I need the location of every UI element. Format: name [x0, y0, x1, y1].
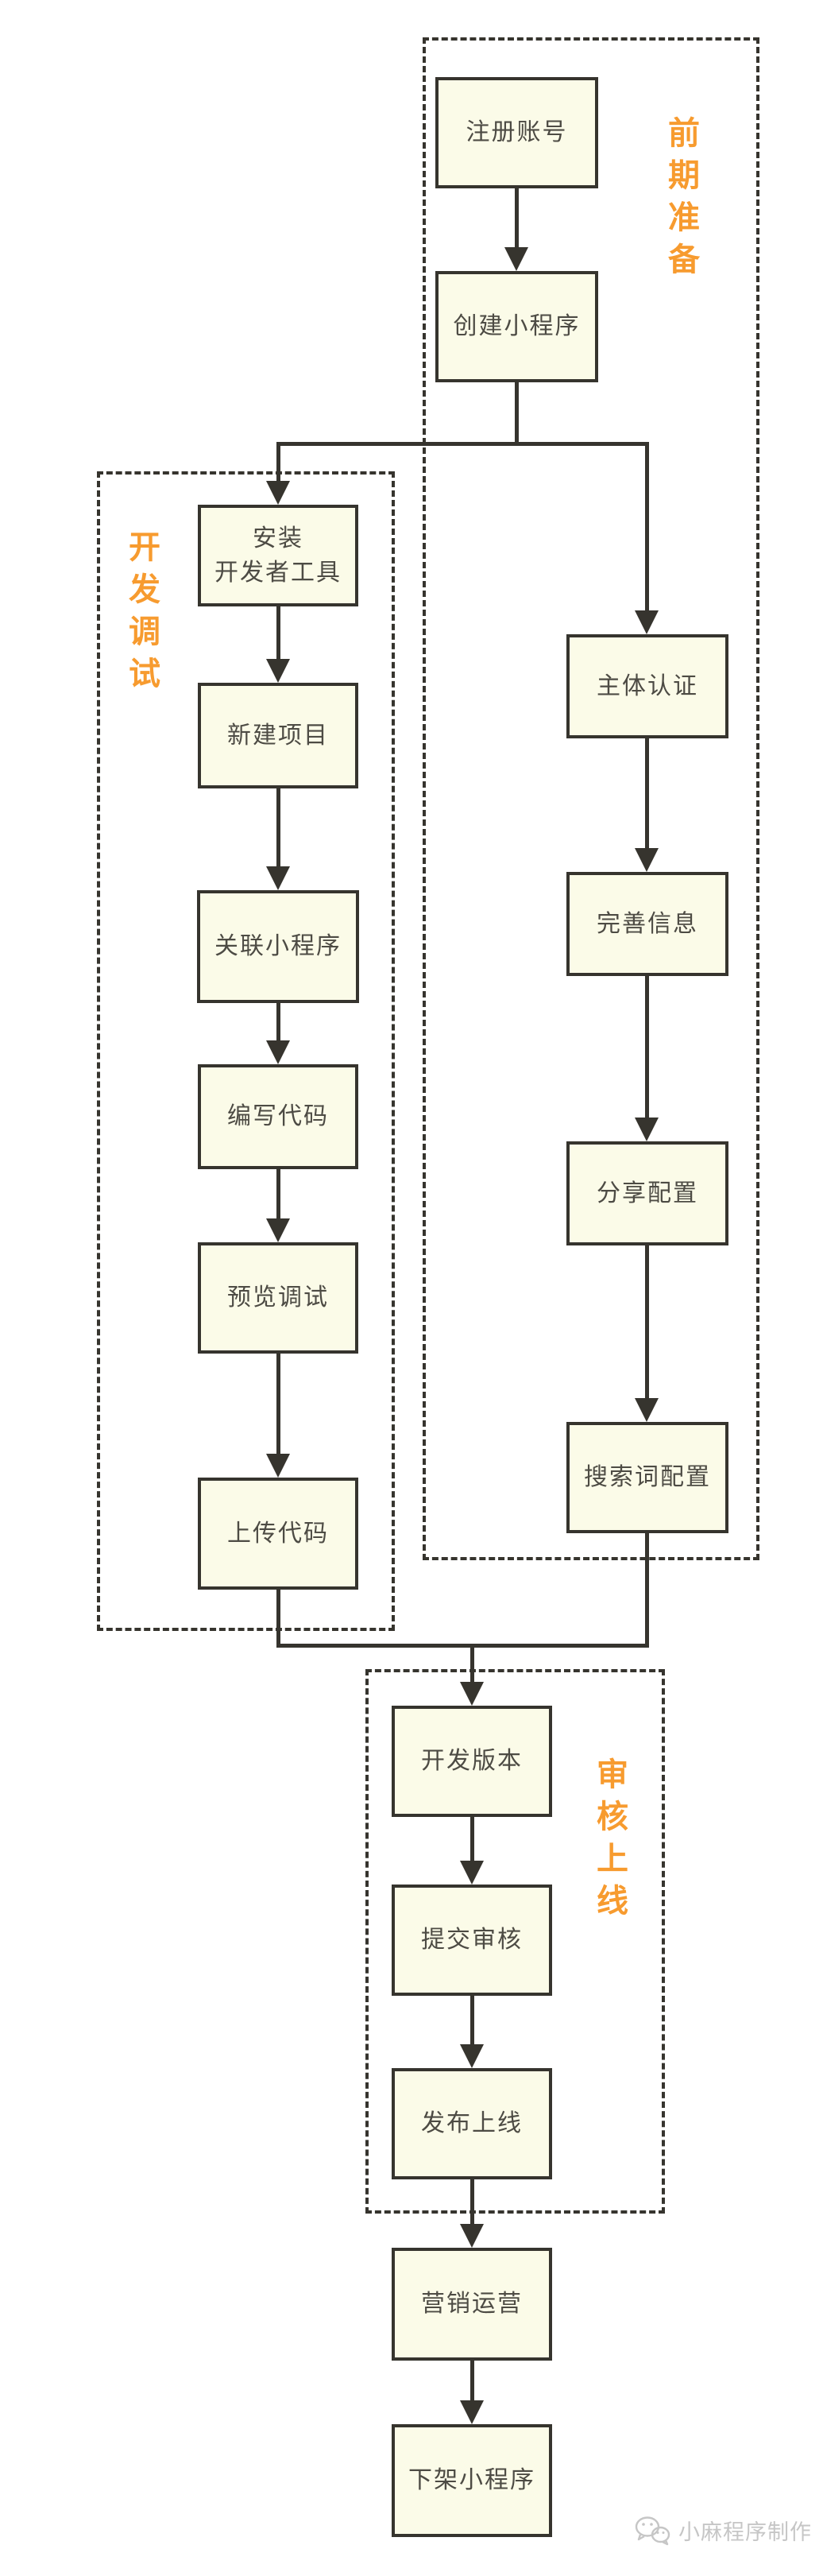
- section-label-prep: 前期准备: [668, 115, 700, 278]
- flow-line: [515, 382, 519, 446]
- node-create: 创建小程序: [435, 271, 598, 382]
- node-link: 关联小程序: [197, 890, 359, 1003]
- flow-line: [276, 1003, 280, 1040]
- arrowhead-icon: [266, 481, 290, 505]
- node-verify: 主体认证: [566, 634, 728, 738]
- flow-line: [276, 606, 280, 659]
- watermark: 小麻程序制作: [634, 2515, 812, 2546]
- flow-line: [470, 1817, 474, 1861]
- arrowhead-icon: [635, 1118, 659, 1141]
- group-prep: [423, 37, 759, 1560]
- flow-line: [276, 1169, 280, 1218]
- node-marketing: 营销运营: [392, 2248, 552, 2361]
- node-register: 注册账号: [435, 77, 598, 188]
- arrowhead-icon: [460, 1682, 484, 1706]
- arrowhead-icon: [635, 610, 659, 634]
- arrowhead-icon: [266, 1454, 290, 1478]
- arrowhead-icon: [266, 1040, 290, 1064]
- flow-line: [470, 2179, 474, 2224]
- node-publish: 发布上线: [392, 2068, 552, 2179]
- flow-line: [645, 1245, 649, 1398]
- node-code: 编写代码: [198, 1064, 358, 1169]
- arrowhead-icon: [460, 2224, 484, 2248]
- flow-line: [645, 442, 649, 610]
- flow-line: [645, 738, 649, 848]
- group-dev: [97, 471, 395, 1631]
- arrowhead-icon: [266, 659, 290, 683]
- flow-line: [470, 2361, 474, 2400]
- flow-line: [470, 1996, 474, 2044]
- flow-line: [276, 442, 649, 446]
- watermark-label: 小麻程序制作: [678, 2520, 812, 2545]
- flow-line: [645, 1533, 649, 1648]
- arrowhead-icon: [266, 866, 290, 890]
- flow-line: [515, 188, 519, 247]
- node-share: 分享配置: [566, 1141, 728, 1245]
- node-new-project: 新建项目: [198, 683, 358, 788]
- node-install: 安装 开发者工具: [198, 505, 358, 606]
- group-review: [365, 1669, 665, 2214]
- node-dev-version: 开发版本: [392, 1706, 552, 1817]
- arrowhead-icon: [460, 2044, 484, 2068]
- flow-line: [645, 976, 649, 1118]
- node-info: 完善信息: [566, 872, 728, 976]
- arrowhead-icon: [635, 848, 659, 872]
- arrowhead-icon: [635, 1398, 659, 1422]
- node-search: 搜索词配置: [566, 1422, 728, 1533]
- flow-line: [276, 1354, 280, 1454]
- flow-line: [276, 1644, 649, 1648]
- node-submit: 提交审核: [392, 1885, 552, 1996]
- section-label-dev: 开发调试: [129, 529, 160, 692]
- flow-line: [276, 442, 280, 481]
- flow-line: [470, 1644, 474, 1682]
- arrowhead-icon: [460, 1861, 484, 1885]
- arrowhead-icon: [266, 1218, 290, 1242]
- section-label-review: 审核上线: [597, 1757, 628, 1919]
- flow-line: [276, 788, 280, 866]
- node-preview: 预览调试: [198, 1242, 358, 1354]
- arrowhead-icon: [460, 2400, 484, 2424]
- wechat-icon: [634, 2516, 670, 2546]
- node-upload: 上传代码: [198, 1478, 358, 1590]
- flow-line: [276, 1590, 280, 1648]
- arrowhead-icon: [504, 247, 528, 271]
- node-takedown: 下架小程序: [392, 2424, 552, 2537]
